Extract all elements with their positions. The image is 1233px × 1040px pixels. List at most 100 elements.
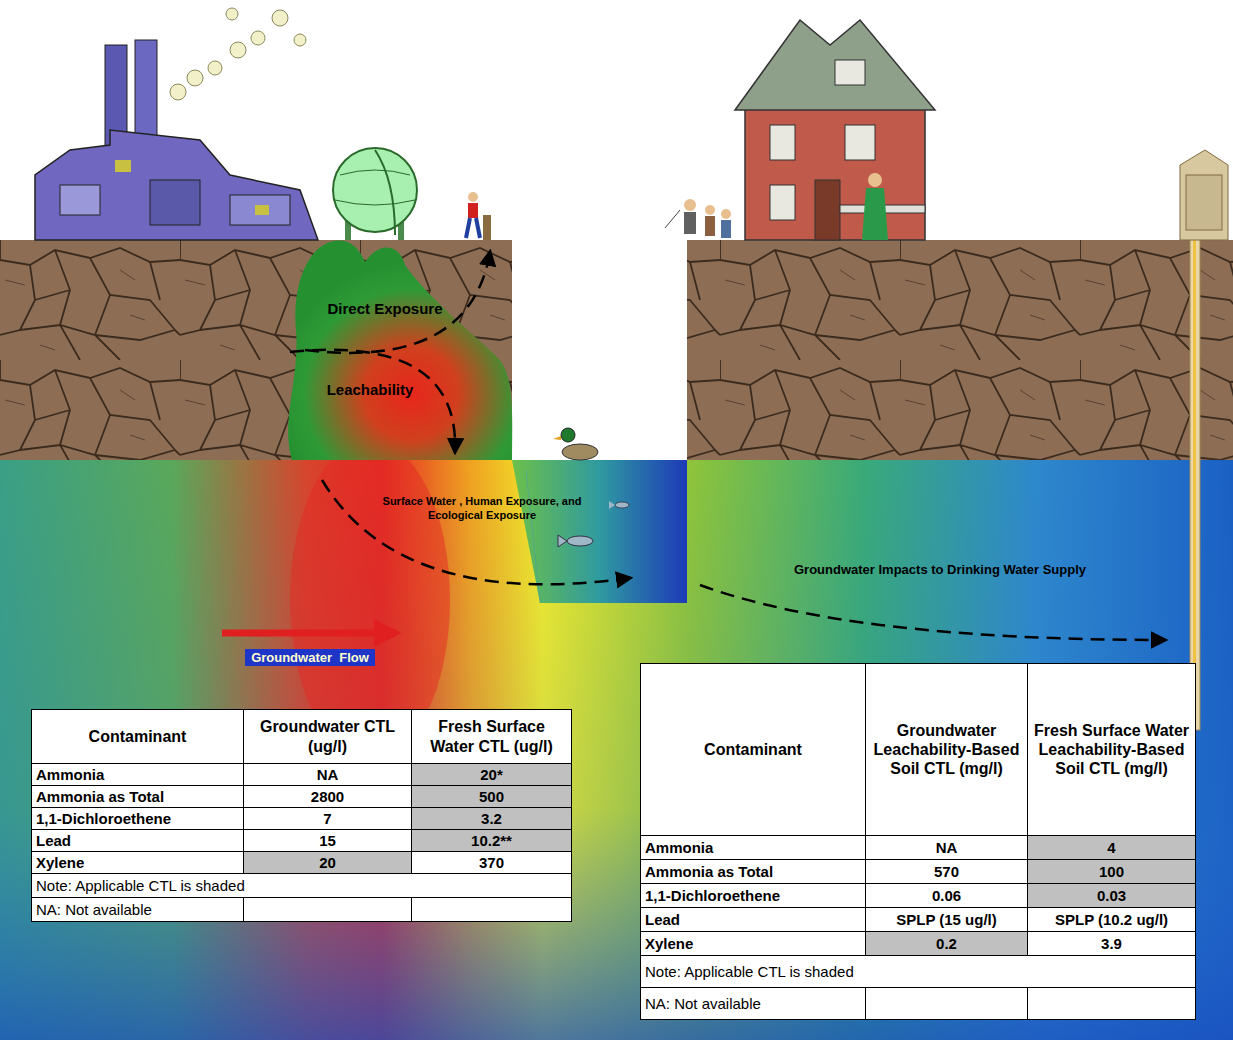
table-cell: Xylene: [641, 932, 866, 956]
table-note: NA: Not available: [36, 901, 152, 918]
table-value: 3.2: [481, 810, 502, 827]
table-cell: 3.9: [1028, 932, 1196, 956]
table-cell: Xylene: [32, 852, 244, 874]
table-cell: 570: [866, 860, 1028, 884]
table-cell: [866, 988, 1028, 1020]
table-cell: NA: [244, 764, 412, 786]
table-cell: 1,1-Dichloroethene: [641, 884, 866, 908]
table-cell: Ammonia: [32, 764, 244, 786]
table-cell: [244, 898, 412, 922]
soil-left: [0, 240, 512, 460]
table-value: 15: [319, 832, 336, 849]
table-cell: 370: [412, 852, 572, 874]
table-value: 570: [934, 863, 959, 880]
table-cell: 10.2**: [412, 830, 572, 852]
table-value: NA: [936, 839, 958, 856]
table-note: Note: Applicable CTL is shaded: [645, 963, 854, 980]
table-value: 100: [1099, 863, 1124, 880]
table-value: 2800: [311, 788, 344, 805]
table-cell: Note: Applicable CTL is shaded: [32, 874, 572, 898]
table-cell: Fresh Surface Water Leachability-Based S…: [1028, 664, 1196, 836]
table-value: 0.2: [936, 935, 957, 952]
pathway-label: Leachability: [315, 381, 425, 400]
table-cell: Lead: [641, 908, 866, 932]
table-value: Lead: [36, 832, 71, 849]
drinking-water-well: [1180, 150, 1228, 730]
table-cell: 500: [412, 786, 572, 808]
table-cell: Ammonia as Total: [641, 860, 866, 884]
duck: [553, 428, 598, 460]
table-value: 1,1-Dichloroethene: [36, 810, 171, 827]
ctl-table: Contaminant Groundwater CTL (ug/l) Fresh S…: [31, 709, 572, 922]
table-cell: 7: [244, 808, 412, 830]
column-header: Fresh Surface Water CTL (ug/l): [430, 718, 553, 754]
table-cell: Contaminant: [641, 664, 866, 836]
factory: [35, 8, 318, 240]
column-header: Contaminant: [89, 728, 187, 745]
table-value: Xylene: [645, 935, 693, 952]
table-cell: 1,1-Dichloroethene: [32, 808, 244, 830]
table-cell: NA: [866, 836, 1028, 860]
table-note: Note: Applicable CTL is shaded: [36, 877, 245, 894]
table-value: Ammonia: [36, 766, 104, 783]
ctl-table: Contaminant Groundwater Leachability-Base…: [640, 663, 1196, 1020]
table-value: 3.9: [1101, 935, 1122, 952]
table-cell: Fresh Surface Water CTL (ug/l): [412, 710, 572, 764]
table-value: NA: [317, 766, 339, 783]
table-cell: Contaminant: [32, 710, 244, 764]
table-value: 0.06: [932, 887, 961, 904]
table-cell: 3.2: [412, 808, 572, 830]
table-cell: 4: [1028, 836, 1196, 860]
table-value: Ammonia as Total: [645, 863, 773, 880]
table-cell: 15: [244, 830, 412, 852]
table-value: 0.03: [1097, 887, 1126, 904]
worker: [466, 192, 491, 240]
pathway-arrows: [290, 252, 1165, 640]
table-value: 7: [323, 810, 331, 827]
table-cell: SPLP (10.2 ug/l): [1028, 908, 1196, 932]
table-cell: [412, 898, 572, 922]
table-cell: NA: Not available: [32, 898, 244, 922]
table-value: 20*: [480, 766, 503, 783]
table-value: 10.2**: [471, 832, 512, 849]
table-cell: 2800: [244, 786, 412, 808]
table-cell: Note: Applicable CTL is shaded: [641, 956, 1196, 988]
table-cell: Groundwater Leachability-Based Soil CTL …: [866, 664, 1028, 836]
table-value: Ammonia: [645, 839, 713, 856]
soil-right: [687, 240, 1233, 460]
table-cell: 20: [244, 852, 412, 874]
table-cell: Groundwater CTL (ug/l): [244, 710, 412, 764]
table-value: 370: [479, 854, 504, 871]
table-cell: NA: Not available: [641, 988, 866, 1020]
table-value: SPLP (10.2 ug/l): [1055, 911, 1168, 928]
table-value: Xylene: [36, 854, 84, 871]
column-header: Groundwater Leachability-Based Soil CTL …: [874, 722, 1020, 777]
contaminant-plume: [288, 241, 512, 460]
pathway-label: Groundwater Impacts to Drinking Water Su…: [750, 562, 1130, 578]
column-header: Fresh Surface Water Leachability-Based S…: [1034, 722, 1189, 777]
table-cell: Ammonia: [641, 836, 866, 860]
table-value: SPLP (15 ug/l): [896, 911, 997, 928]
table-cell: SPLP (15 ug/l): [866, 908, 1028, 932]
table-cell: 20*: [412, 764, 572, 786]
table-value: 500: [479, 788, 504, 805]
table-value: 1,1-Dichloroethene: [645, 887, 780, 904]
storage-tank: [333, 148, 417, 240]
table-value: Ammonia as Total: [36, 788, 164, 805]
table-cell: [1028, 988, 1196, 1020]
house: [735, 20, 935, 240]
fish: [558, 501, 629, 547]
column-header: Contaminant: [704, 741, 802, 758]
column-header: Groundwater CTL (ug/l): [260, 718, 395, 754]
table-note: NA: Not available: [645, 995, 761, 1012]
people: [665, 199, 731, 238]
table-cell: Lead: [32, 830, 244, 852]
table-cell: 0.2: [866, 932, 1028, 956]
flow-label-box: Groundwater Flow: [245, 649, 375, 666]
table-cell: Ammonia as Total: [32, 786, 244, 808]
table-cell: 0.03: [1028, 884, 1196, 908]
pathway-label: Direct Exposure: [310, 300, 460, 319]
flow-arrow: [222, 630, 396, 637]
table-cell: 100: [1028, 860, 1196, 884]
table-value: Lead: [645, 911, 680, 928]
